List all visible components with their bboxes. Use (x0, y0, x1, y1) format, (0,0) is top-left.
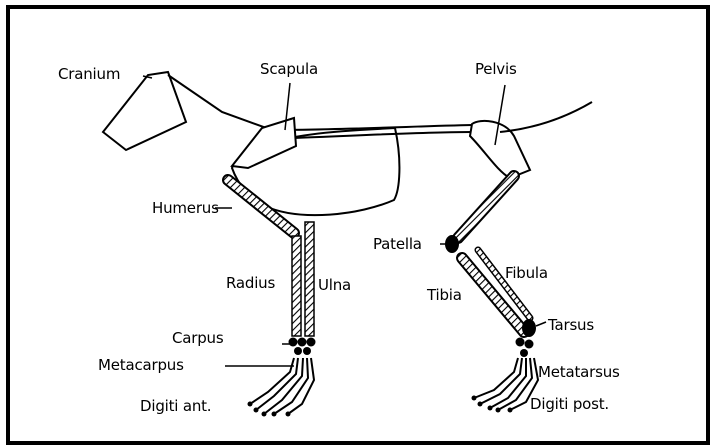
patella-bone (445, 235, 459, 253)
hind-digits (474, 358, 538, 410)
leader-lines (143, 76, 546, 366)
label-digiti-post: Digiti post. (530, 397, 609, 412)
label-scapula: Scapula (260, 62, 318, 77)
label-metacarpus: Metacarpus (98, 358, 184, 373)
cranium-bone (103, 72, 186, 150)
label-cranium: Cranium (58, 67, 120, 82)
label-patella: Patella (373, 237, 422, 252)
ulna-bone (305, 222, 314, 336)
label-metatarsus: Metatarsus (538, 365, 620, 380)
label-radius: Radius (226, 276, 275, 291)
label-humerus: Humerus (152, 201, 219, 216)
label-pelvis: Pelvis (475, 62, 517, 77)
label-digiti-ant: Digiti ant. (140, 399, 211, 414)
carpus-bones (289, 338, 316, 356)
tail (500, 102, 592, 132)
radius-bone (292, 236, 301, 336)
label-carpus: Carpus (172, 331, 223, 346)
label-ulna: Ulna (318, 278, 351, 293)
label-fibula: Fibula (505, 266, 548, 281)
label-tarsus: Tarsus (548, 318, 594, 333)
label-tibia: Tibia (427, 288, 462, 303)
